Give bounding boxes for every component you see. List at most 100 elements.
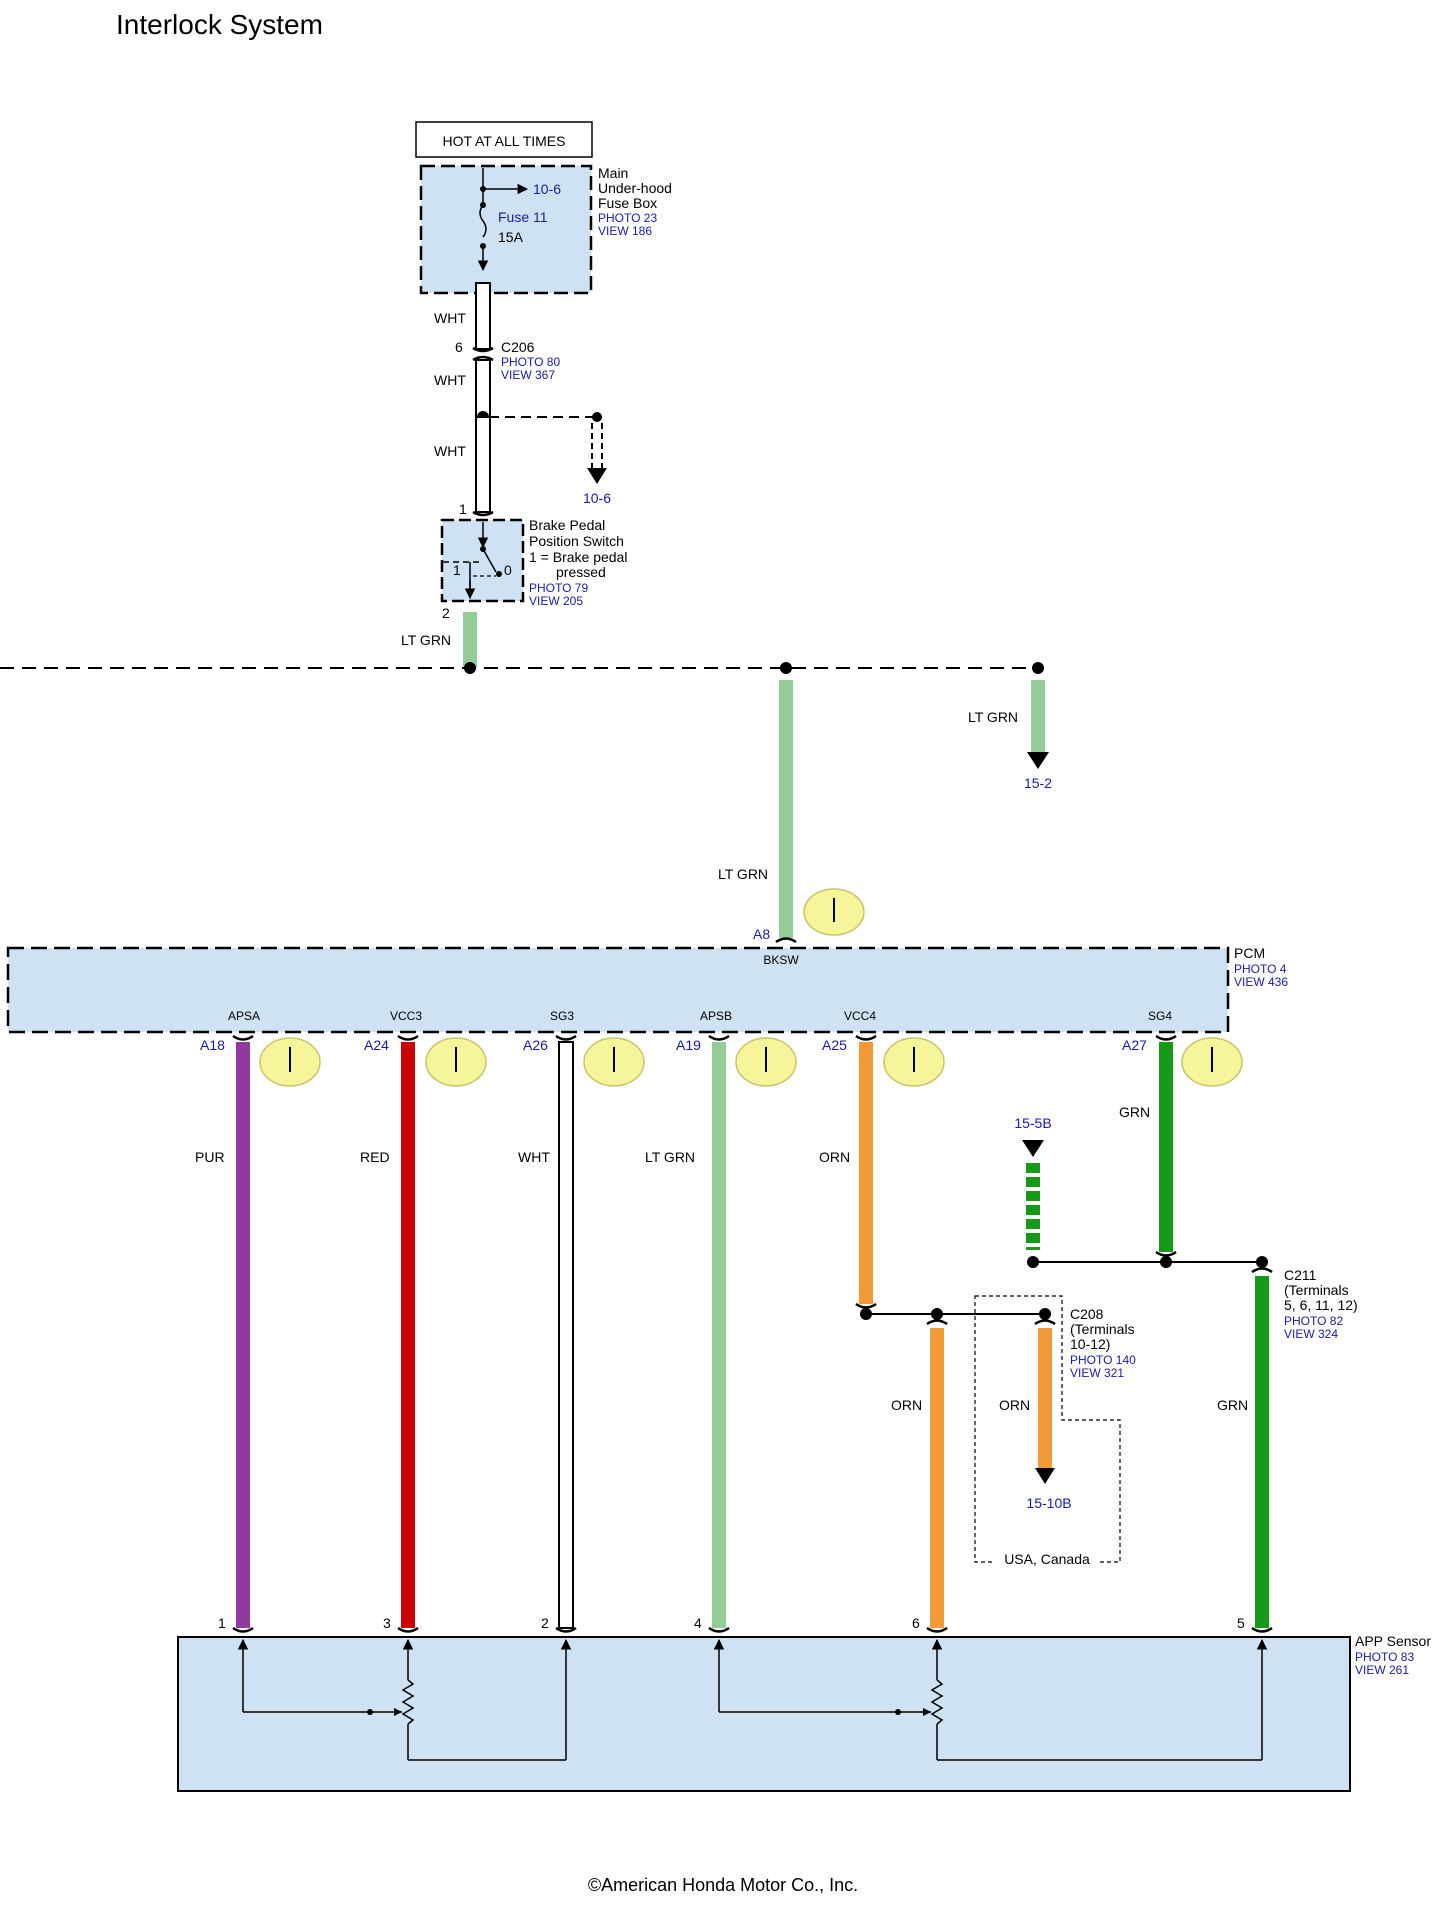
c206-pin: 6 xyxy=(455,339,463,355)
hot-at-all-times-label: HOT AT ALL TIMES xyxy=(443,133,566,149)
hot-at-all-times-box xyxy=(415,121,593,158)
bus-dot-pcm xyxy=(780,662,792,674)
c208-branch-ref: 15-10B xyxy=(1026,1495,1071,1511)
wire-label-orn-main: ORN xyxy=(891,1397,922,1413)
app-pin-3: 3 xyxy=(383,1615,391,1631)
wire-wht-fuse-c206 xyxy=(475,282,491,350)
app-pin-4-connector xyxy=(708,1626,730,1633)
wire-label-orn-branch: ORN xyxy=(999,1397,1030,1413)
wire-wht-c206-splice xyxy=(475,359,491,418)
c211-line-1: (Terminals xyxy=(1284,1282,1349,1298)
c206-connector-top xyxy=(472,346,494,353)
wire-label-wht-sg3: WHT xyxy=(518,1149,550,1165)
pcm-photo-ref: PHOTO 4 xyxy=(1234,962,1287,976)
app-sensor-photo-ref: PHOTO 83 xyxy=(1355,1650,1414,1664)
app-pin-2-connector xyxy=(555,1626,577,1633)
region-box-usa-canada xyxy=(974,1295,1121,1563)
pcm-a25-connector xyxy=(855,1034,877,1041)
fusebox-name-line-1: Main xyxy=(598,165,628,181)
wire-wht-sg3 xyxy=(558,1041,574,1629)
app-pin-2: 2 xyxy=(541,1615,549,1631)
pcm-a26-connector xyxy=(555,1034,577,1041)
pcm-view-ref: VIEW 436 xyxy=(1234,975,1288,989)
app-sensor-component xyxy=(177,1636,1351,1792)
app-sensor-view-ref: VIEW 261 xyxy=(1355,1663,1409,1677)
region-label: USA, Canada xyxy=(1004,1551,1090,1567)
bus-dot-right xyxy=(1032,662,1044,674)
pcm-terminal-a19: A19 xyxy=(676,1037,701,1053)
ref-15-5b-arrowhead xyxy=(1022,1140,1044,1157)
pcm-signal-sg3: SG3 xyxy=(550,1009,574,1023)
app-pin-3-connector xyxy=(397,1626,419,1633)
brake-switch-pos-1: 1 xyxy=(453,562,461,578)
fusebox-photo-ref: PHOTO 23 xyxy=(598,211,657,225)
c208-view-ref: VIEW 321 xyxy=(1070,1366,1124,1380)
wire-red-vcc3 xyxy=(401,1042,415,1628)
brake-switch-pin-bottom: 2 xyxy=(442,605,450,621)
pcm-terminal-a8: A8 xyxy=(753,926,770,942)
pcm-terminal-a18: A18 xyxy=(200,1037,225,1053)
c208-line-2: 10-12) xyxy=(1070,1336,1110,1352)
app-pin-6: 6 xyxy=(912,1615,920,1631)
c208-branch-arrowhead xyxy=(1035,1468,1055,1484)
app-sensor-name: APP Sensor xyxy=(1355,1633,1431,1649)
app-pin-1-connector xyxy=(232,1626,254,1633)
wire-ltgrn-apsb xyxy=(712,1042,726,1628)
brake-switch-pin-top: 1 xyxy=(459,501,467,517)
fusebox-view-ref: VIEW 186 xyxy=(598,224,652,238)
pcm-a24-connector xyxy=(397,1034,419,1041)
pcm-a8-connector xyxy=(775,937,797,944)
c211-name: C211 xyxy=(1284,1267,1317,1283)
wire-label-wht-2: WHT xyxy=(434,372,466,388)
c211-photo-ref: PHOTO 82 xyxy=(1284,1314,1343,1328)
wire-label-ltgrn-pcm: LT GRN xyxy=(718,866,768,882)
region-label-bg xyxy=(995,1550,1100,1568)
app-a-resistor xyxy=(401,1679,415,1725)
wire-label-grn-c211: GRN xyxy=(1217,1397,1248,1413)
c208-name: C208 xyxy=(1070,1306,1104,1322)
pcm-signal-bksw: BKSW xyxy=(763,953,799,967)
app-a-wiper-dot xyxy=(367,1709,373,1715)
app-pin-1: 1 xyxy=(218,1615,226,1631)
page-title: Interlock System xyxy=(116,9,323,40)
pcm-signal-sg4: SG4 xyxy=(1148,1009,1172,1023)
brake-switch-blade xyxy=(482,548,497,573)
wire-wht-splice-switch xyxy=(475,416,491,513)
pcm-terminal-a25: A25 xyxy=(822,1037,847,1053)
wire-pur-apsa xyxy=(236,1042,250,1628)
app-a-wiper-arrow xyxy=(394,1708,402,1716)
app-b-wiper-dot xyxy=(895,1709,901,1715)
grn-bus-dot-left xyxy=(1027,1256,1039,1268)
pcm-terminal-a24: A24 xyxy=(364,1037,389,1053)
c208-photo-ref: PHOTO 140 xyxy=(1070,1353,1136,1367)
wire-label-ltgrn-apsb: LT GRN xyxy=(645,1149,695,1165)
c211-connector xyxy=(1251,1267,1273,1274)
brake-switch-name-3: 1 = Brake pedal xyxy=(529,549,627,565)
pcm-a18-connector xyxy=(232,1034,254,1041)
wire-orn-vcc4 xyxy=(859,1042,873,1304)
fusebox-name-line-2: Under-hood xyxy=(598,180,672,196)
wire-label-ltgrn-switch: LT GRN xyxy=(401,632,451,648)
fuse-symbol xyxy=(479,204,487,238)
brake-switch-name-1: Brake Pedal xyxy=(529,517,605,533)
wire-ltgrn-right-branch xyxy=(1031,680,1045,752)
c206-photo-ref: PHOTO 80 xyxy=(501,355,560,369)
ref-15-5b: 15-5B xyxy=(1014,1115,1051,1131)
pcm-signal-vcc3: VCC3 xyxy=(390,1009,422,1023)
c211-view-ref: VIEW 324 xyxy=(1284,1327,1338,1341)
app-pin-6-connector xyxy=(926,1626,948,1633)
brake-switch-name-4: pressed xyxy=(556,564,606,580)
app-pin-5-connector xyxy=(1251,1626,1273,1633)
wire-ltgrn-bus-pcm xyxy=(779,680,793,938)
wire-orn-c208-branch xyxy=(1038,1328,1052,1468)
pcm-signal-apsb: APSB xyxy=(700,1009,732,1023)
brake-switch-name-2: Position Switch xyxy=(529,533,624,549)
c208-connector-main xyxy=(926,1319,948,1326)
grn-bus-dot-right xyxy=(1256,1256,1268,1268)
branch-arrowhead xyxy=(587,468,607,484)
fusebox-name-line-3: Fuse Box xyxy=(598,195,657,211)
orn-bus-dot-left xyxy=(860,1308,872,1320)
c206-view-ref: VIEW 367 xyxy=(501,368,555,382)
pcm-component xyxy=(6,946,1230,1034)
pcm-terminal-a26: A26 xyxy=(523,1037,548,1053)
